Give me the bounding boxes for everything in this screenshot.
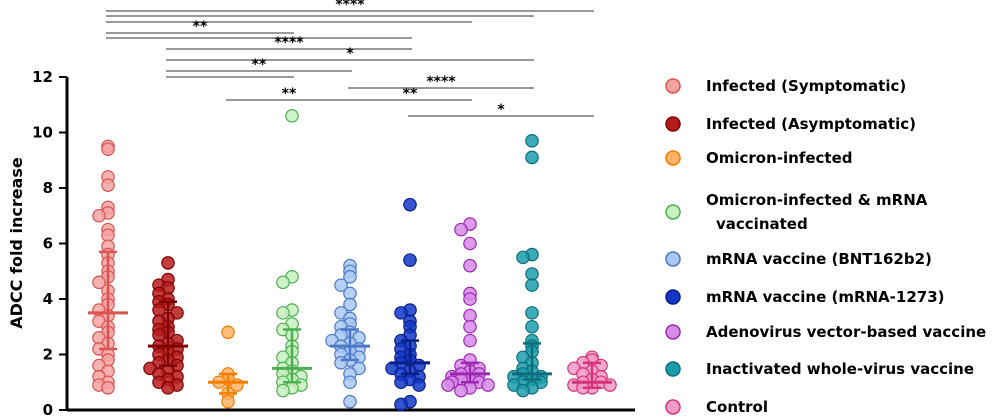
legend-marker (665, 361, 681, 377)
data-point (221, 394, 235, 409)
legend-label: Omicron-infected (706, 149, 853, 167)
legend-label: Adenovirus vector-based vaccine (706, 323, 986, 341)
significance-label: ** (282, 86, 297, 102)
data-point (101, 142, 115, 156)
data-point (525, 278, 539, 292)
data-point (525, 150, 539, 165)
significance-label: * (346, 46, 354, 62)
y-tick-label: 6 (43, 235, 53, 253)
legend-label-line: Infected (Symptomatic) (706, 77, 906, 95)
legend-label: Infected (Symptomatic) (706, 77, 906, 95)
legend-marker (665, 116, 681, 132)
legend-label-line: vaccinated (716, 215, 808, 233)
data-point (343, 375, 357, 390)
significance-label: ** (193, 19, 208, 35)
y-tick-label: 10 (32, 124, 53, 142)
y-tick-label: 2 (43, 346, 53, 364)
data-point (525, 134, 539, 148)
y-tick-label: 4 (43, 290, 53, 308)
legend-marker (665, 251, 681, 267)
legend-marker (665, 289, 681, 305)
data-point (334, 278, 348, 292)
significance-label: ** (403, 86, 418, 102)
significance-label: * (497, 102, 505, 118)
data-point (276, 275, 290, 290)
legend-label: mRNA vaccine (BNT162b2) (706, 250, 932, 268)
data-point (276, 383, 290, 398)
legend-label-line: mRNA vaccine (mRNA-1273) (706, 288, 945, 306)
data-point (92, 275, 106, 290)
data-point (403, 253, 417, 267)
data-point (463, 292, 477, 306)
legend-label: Omicron-infected & mRNA vaccinated (706, 191, 928, 233)
data-point (334, 356, 348, 370)
significance-label: **** (426, 74, 456, 90)
data-point (343, 269, 357, 284)
data-point (394, 375, 408, 390)
data-point (516, 383, 530, 398)
data-point (101, 178, 115, 193)
data-point (603, 378, 617, 392)
data-point (161, 256, 175, 270)
legend-marker (665, 204, 681, 220)
data-point (161, 380, 175, 395)
data-point (454, 222, 468, 237)
significance-label: **** (274, 35, 304, 51)
legend-label-line: Omicron-infected & mRNA (706, 191, 928, 209)
y-tick-label: 8 (43, 179, 53, 197)
data-point (463, 333, 477, 348)
legend-label-line: Control (706, 398, 768, 416)
data-point (92, 208, 106, 223)
legend-label: Infected (Asymptomatic) (706, 115, 916, 133)
legend-label: mRNA vaccine (mRNA-1273) (706, 288, 945, 306)
legend-label-line: Adenovirus vector-based vaccine (706, 323, 986, 341)
legend-label-line: mRNA vaccine (BNT162b2) (706, 250, 932, 268)
significance-label: ** (252, 57, 267, 73)
data-point (463, 236, 477, 251)
legend-label-line: Omicron-infected (706, 149, 853, 167)
legend-label-line: Inactivated whole-virus vaccine (706, 360, 974, 378)
data-point (441, 378, 455, 392)
data-point (481, 378, 495, 392)
data-point (343, 394, 357, 409)
y-tick-label: 0 (43, 401, 53, 419)
legend-label: Control (706, 398, 768, 416)
data-point (463, 258, 477, 273)
legend-marker (665, 78, 681, 94)
data-point (394, 306, 408, 320)
data-point (525, 306, 539, 320)
y-axis-title: ADCC fold increase (7, 157, 26, 329)
data-point (516, 250, 530, 265)
data-point (221, 325, 235, 340)
data-point (412, 378, 426, 392)
data-point (394, 397, 408, 412)
data-point (276, 306, 290, 320)
significance-label: **** (335, 0, 365, 13)
data-point (463, 319, 477, 334)
legend-label-line: Infected (Asymptomatic) (706, 115, 916, 133)
data-point (101, 380, 115, 395)
legend-marker (665, 324, 681, 340)
y-tick-label: 12 (32, 68, 53, 86)
legend-marker (665, 399, 681, 415)
data-point (343, 297, 357, 312)
legend-label: Inactivated whole-virus vaccine (706, 360, 974, 378)
data-point (525, 319, 539, 334)
data-point (285, 109, 299, 123)
data-point (454, 383, 468, 398)
data-point (403, 197, 417, 212)
legend-marker (665, 150, 681, 166)
